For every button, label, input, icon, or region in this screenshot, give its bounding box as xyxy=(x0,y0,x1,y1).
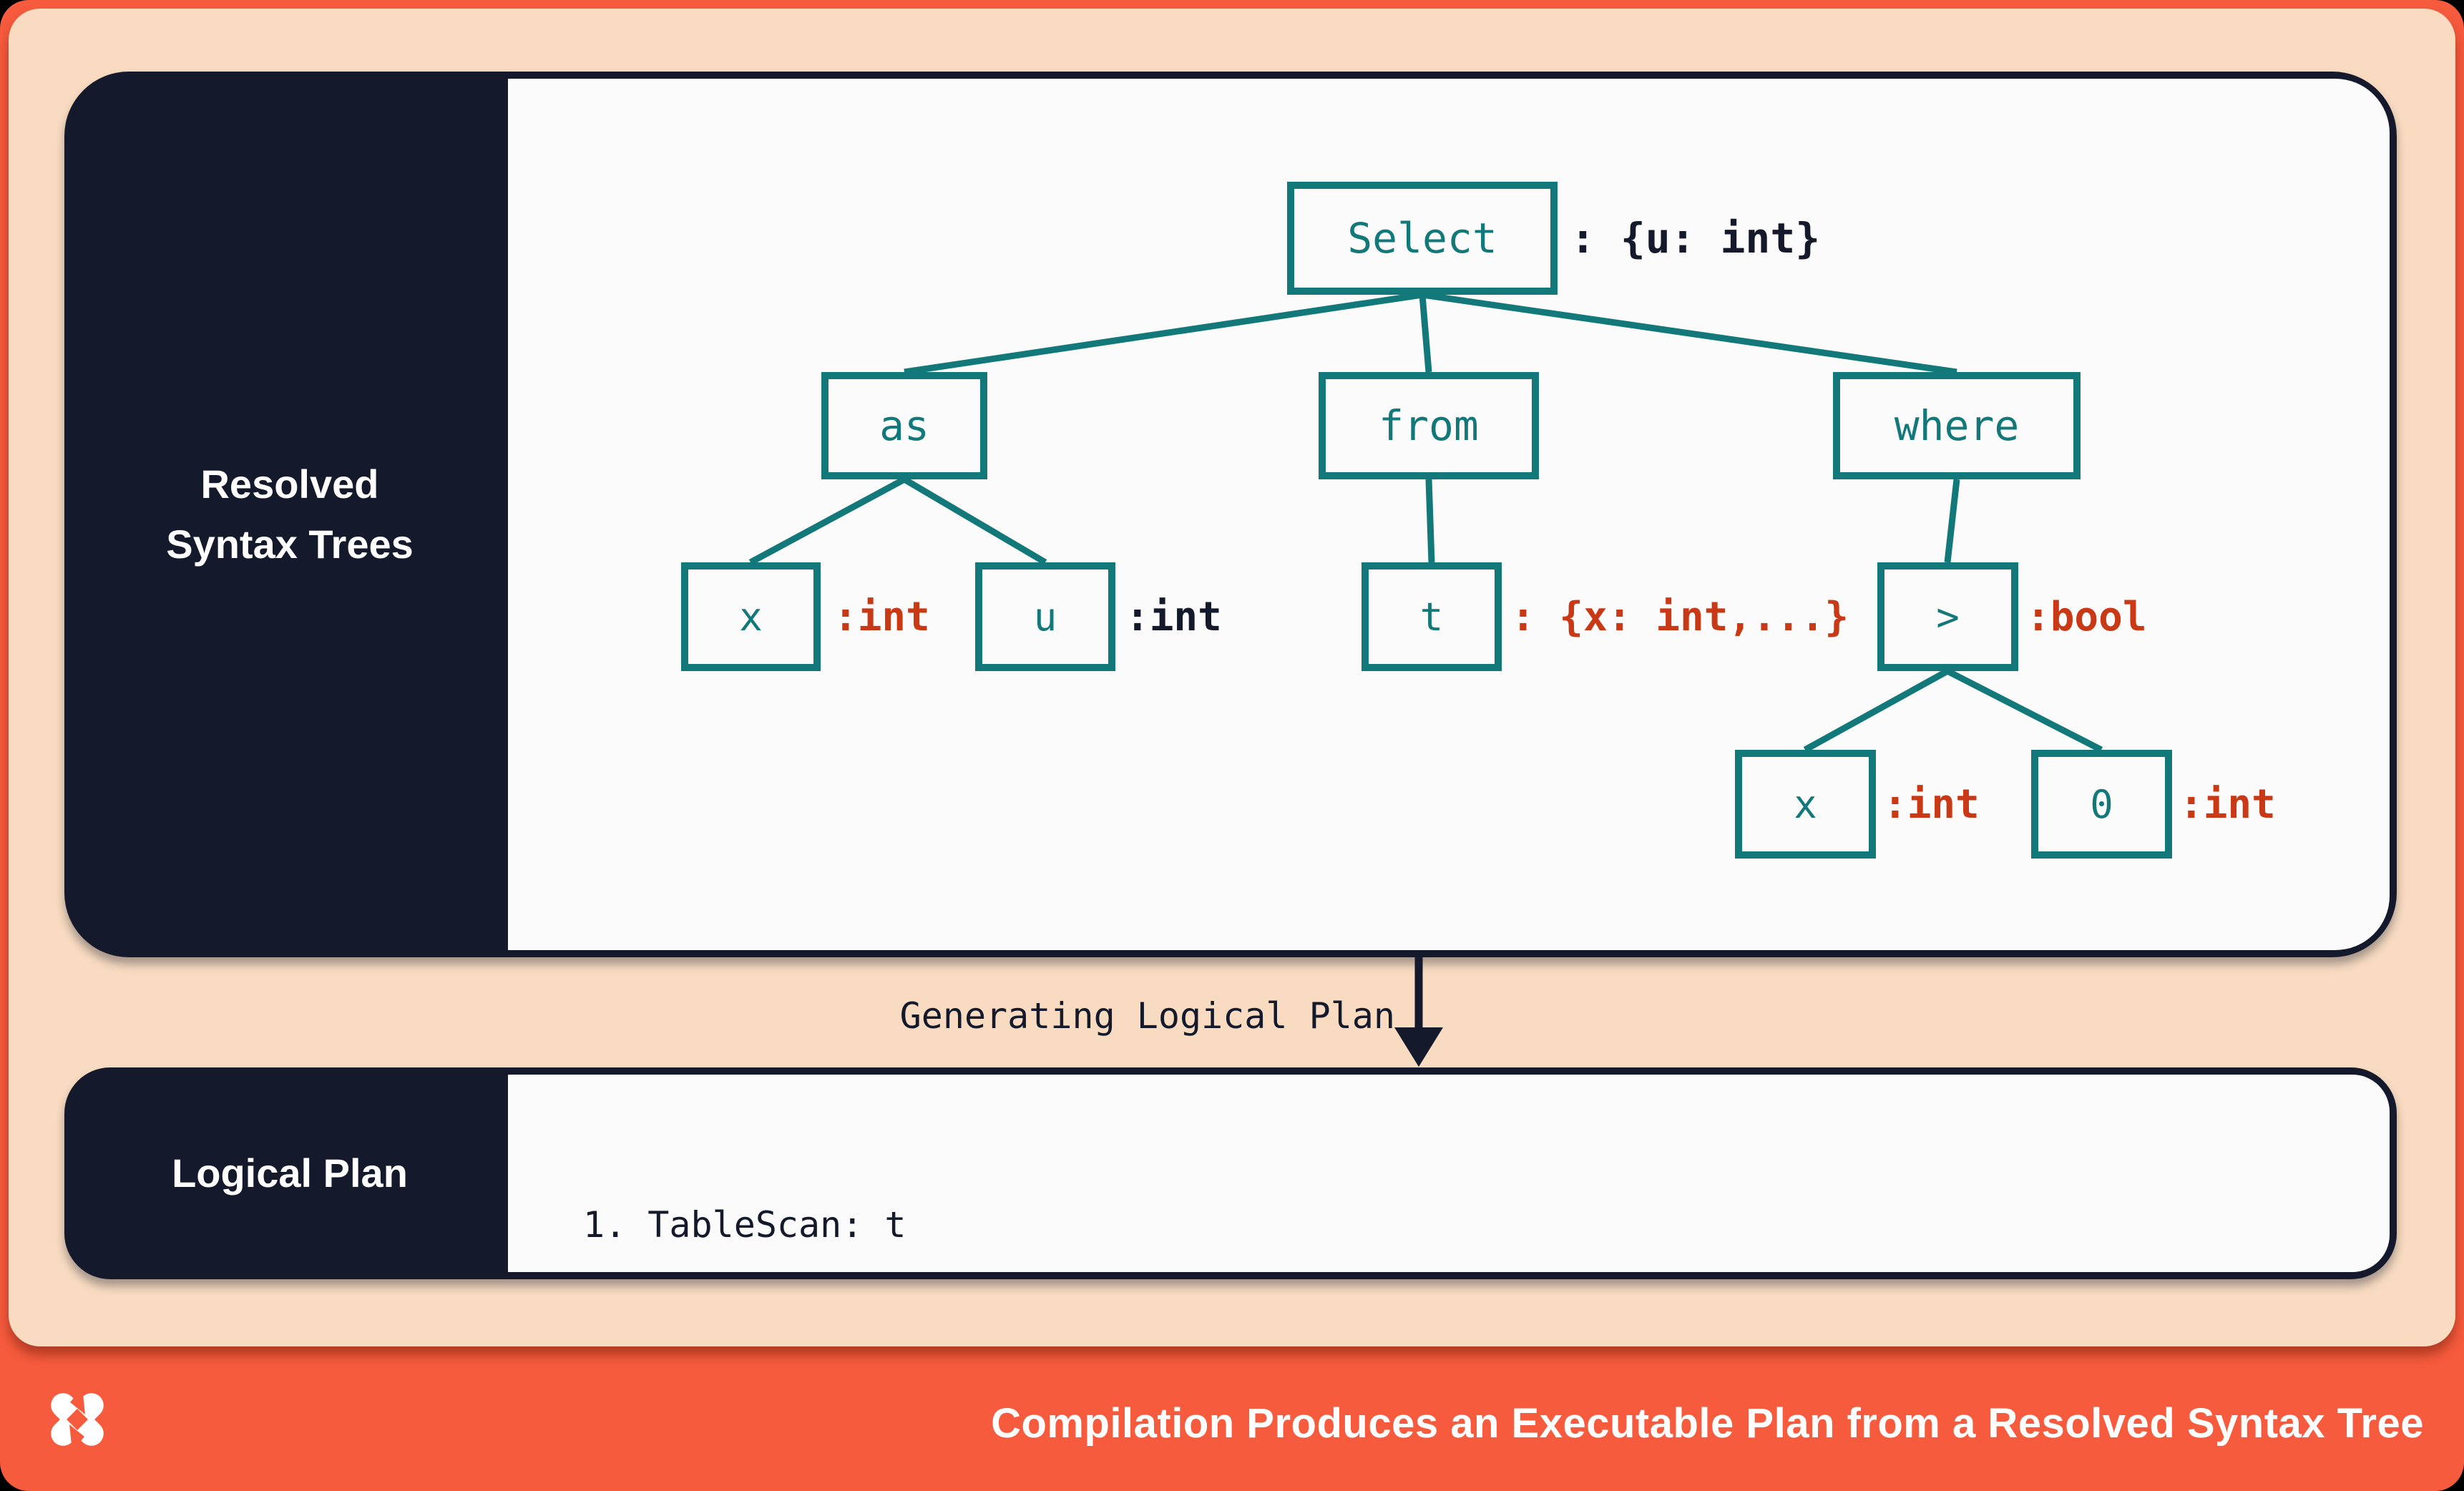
tree-edges xyxy=(748,291,2103,753)
logical-plan-content: 1. TableScan: t 2. Filter: t.x > 0 3. Pr… xyxy=(508,1075,2390,1272)
tree-node-gt-label: > xyxy=(1936,594,1960,640)
type-annotation-u: :int xyxy=(1125,593,1222,640)
tree-node-where: where xyxy=(1833,372,2081,479)
edge-select-as xyxy=(904,291,1423,376)
tree-node-zero: 0 xyxy=(2031,750,2172,859)
tree-node-t: t xyxy=(1361,562,1502,671)
logical-panel-label: Logical Plan xyxy=(172,1150,408,1196)
edge-select-from xyxy=(1419,294,1432,373)
syntax-tree-canvas: Select : {u: int} as from where x :int u… xyxy=(508,79,2390,950)
tree-node-x1-label: x xyxy=(739,594,763,640)
edge-from-t xyxy=(1425,479,1435,563)
transition-label: Generating Logical Plan xyxy=(899,995,1395,1037)
edge-as-u xyxy=(902,476,1047,565)
logical-panel-sidebar: Logical Plan xyxy=(72,1075,508,1272)
tree-node-from: from xyxy=(1319,372,1539,479)
tree-node-from-label: from xyxy=(1379,401,1479,450)
resolved-panel-sidebar: Resolved Syntax Trees xyxy=(72,79,508,950)
tree-node-gt: > xyxy=(1877,562,2018,671)
type-annotation-x1: :int xyxy=(833,593,930,640)
tree-node-t-label: t xyxy=(1419,594,1444,640)
tree-node-u-label: u xyxy=(1033,594,1057,640)
type-annotation-t: : {x: int,...} xyxy=(1511,593,1849,640)
tree-node-select: Select xyxy=(1287,182,1558,295)
tree-node-as-label: as xyxy=(879,401,929,450)
type-annotation-gt: :bool xyxy=(2026,593,2147,640)
edge-gt-x xyxy=(1803,668,1950,753)
tree-node-x2-label: x xyxy=(1794,781,1817,827)
type-annotation-x2: :int xyxy=(1883,781,1980,828)
tree-node-u: u xyxy=(975,562,1115,671)
tree-node-select-label: Select xyxy=(1347,214,1497,263)
edge-as-x xyxy=(748,476,906,565)
resolved-panel-label-line1: Resolved xyxy=(200,461,379,507)
edge-select-where xyxy=(1422,291,1957,376)
resolved-panel-label-line2: Syntax Trees xyxy=(166,522,414,567)
type-annotation-select: : {u: int} xyxy=(1570,214,1821,263)
tree-node-x1: x xyxy=(681,562,821,671)
pinwheel-x-logo-icon xyxy=(51,1387,104,1452)
tree-node-zero-label: 0 xyxy=(2090,781,2113,827)
logical-plan-panel: Logical Plan 1. TableScan: t 2. Filter: … xyxy=(64,1067,2397,1279)
tree-node-as: as xyxy=(821,372,987,479)
edge-where-gt xyxy=(1944,479,1960,563)
resolved-panel-label: Resolved Syntax Trees xyxy=(166,454,414,575)
tree-node-x2: x xyxy=(1735,750,1876,859)
plan-step-1: 1. TableScan: t xyxy=(583,1204,906,1246)
tree-node-where-label: where xyxy=(1894,401,2020,450)
logical-plan-steps: 1. TableScan: t 2. Filter: t.x > 0 3. Pr… xyxy=(508,1075,2390,1272)
resolved-syntax-trees-panel: Resolved Syntax Trees Select : {u: int} xyxy=(64,72,2397,957)
edge-gt-zero xyxy=(1945,668,2103,753)
footer-title: Compilation Produces an Executable Plan … xyxy=(991,1400,2424,1447)
type-annotation-zero: :int xyxy=(2179,781,2276,828)
down-arrow-icon xyxy=(1394,957,1443,1067)
